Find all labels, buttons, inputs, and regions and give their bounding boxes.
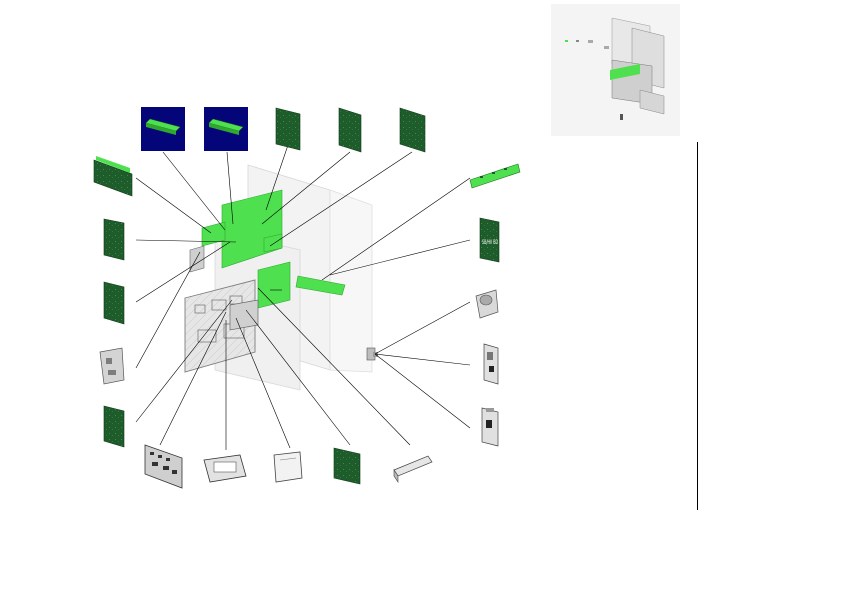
dimm-callout-1 (141, 107, 185, 151)
main-assembly (184, 164, 378, 391)
left-board-3 (103, 281, 125, 325)
right-sb-hv-board: SB/HV BD (479, 217, 500, 263)
sb-hv-board-label: SB/HV BD (482, 239, 498, 246)
pcb-board-top-1 (275, 107, 301, 151)
dimm-module-icon (208, 118, 244, 135)
connector-bracket-icon (483, 343, 499, 385)
page-divider (697, 142, 698, 510)
left-board-1 (93, 156, 133, 197)
front-plate (184, 279, 256, 373)
dimm-callout-2 (204, 107, 248, 151)
long-board-highlight (295, 275, 346, 296)
left-metal-bracket (99, 347, 125, 385)
center-bracket (229, 299, 259, 331)
lower-board-highlight (257, 261, 291, 309)
bottom-front-panel (144, 444, 183, 489)
left-board-4 (103, 405, 125, 448)
dimm-module-icon (145, 118, 181, 135)
thumbnail-assembly (565, 17, 665, 120)
pcb-board-top-2 (338, 107, 362, 153)
sub-board-highlight (201, 221, 226, 247)
bottom-tray-bracket (203, 454, 247, 483)
leader-lines (135, 144, 471, 450)
speaker-icon (475, 289, 499, 319)
left-bracket (189, 245, 205, 273)
pcb-board-top-3 (399, 107, 426, 153)
right-long-board (469, 163, 521, 189)
bottom-rail (393, 455, 433, 483)
left-board-2 (103, 218, 125, 261)
small-board-highlight (263, 233, 283, 253)
side-frame (329, 189, 373, 373)
bottom-right-bracket (481, 407, 499, 447)
bottom-frame-bracket (273, 451, 303, 483)
bottom-board (333, 447, 361, 485)
